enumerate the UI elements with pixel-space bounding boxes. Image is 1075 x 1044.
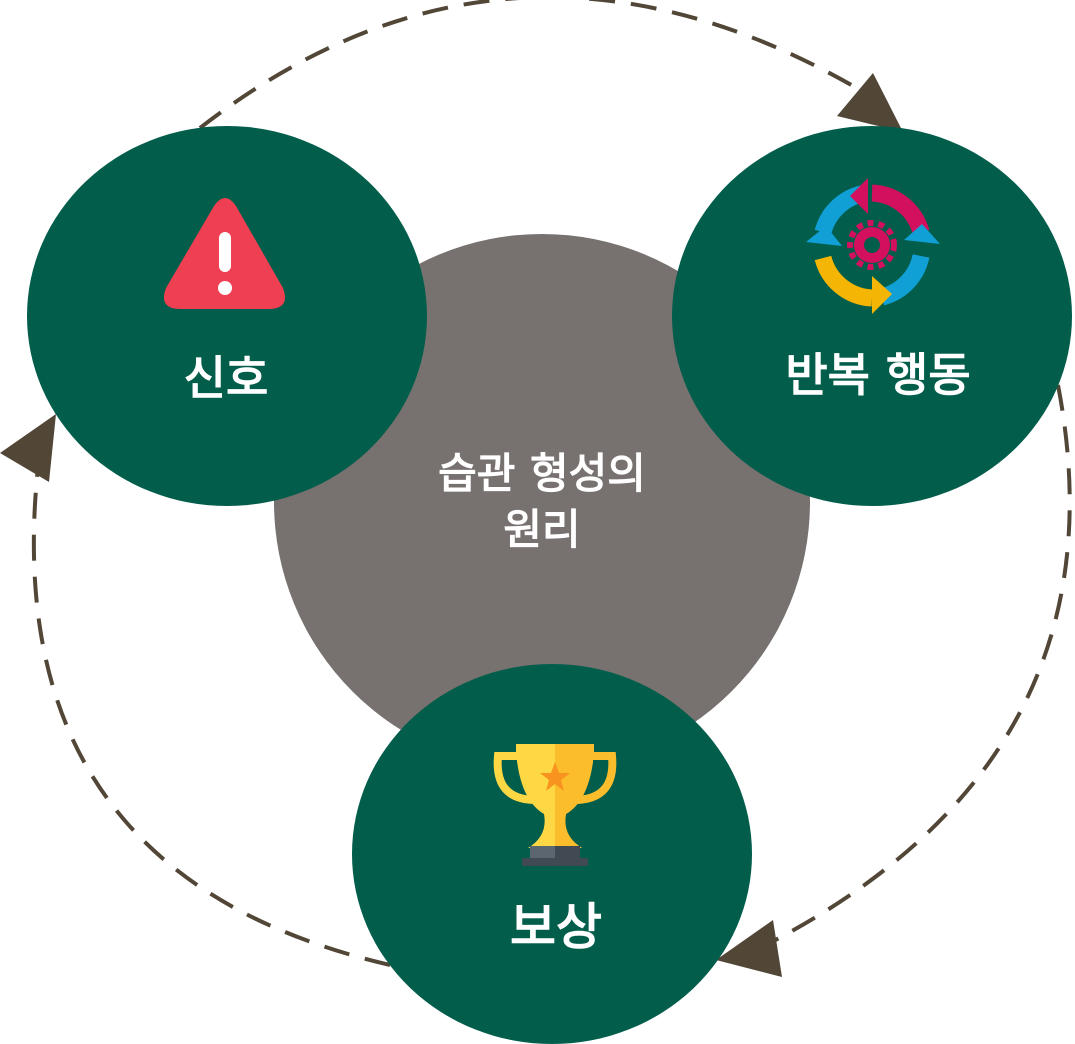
node-reward: 보상	[352, 664, 752, 1044]
node-reward-label: 보상	[510, 898, 602, 956]
cycle-arrows	[31, 0, 1072, 967]
trophy-icon	[493, 744, 617, 866]
node-routine: 반복 행동	[672, 126, 1072, 506]
node-cue: 신호	[27, 126, 427, 506]
arrowhead-cue	[0, 414, 56, 482]
arrowhead-routine	[837, 73, 903, 132]
arrow-reward-to-cue	[31, 434, 391, 967]
arrow-cue-to-routine	[198, 0, 882, 130]
cycle-gear-icon	[806, 178, 940, 314]
center-title-line1: 습관 형성의	[438, 449, 646, 498]
arrow-heads	[0, 73, 903, 977]
center-title-line2: 원리	[503, 505, 580, 554]
arrow-routine-to-reward	[759, 384, 1072, 950]
arrowhead-reward	[716, 920, 782, 977]
node-cue-label: 신호	[184, 351, 269, 405]
warning-triangle-icon	[163, 198, 286, 309]
node-routine-label: 반복 행동	[785, 348, 970, 402]
